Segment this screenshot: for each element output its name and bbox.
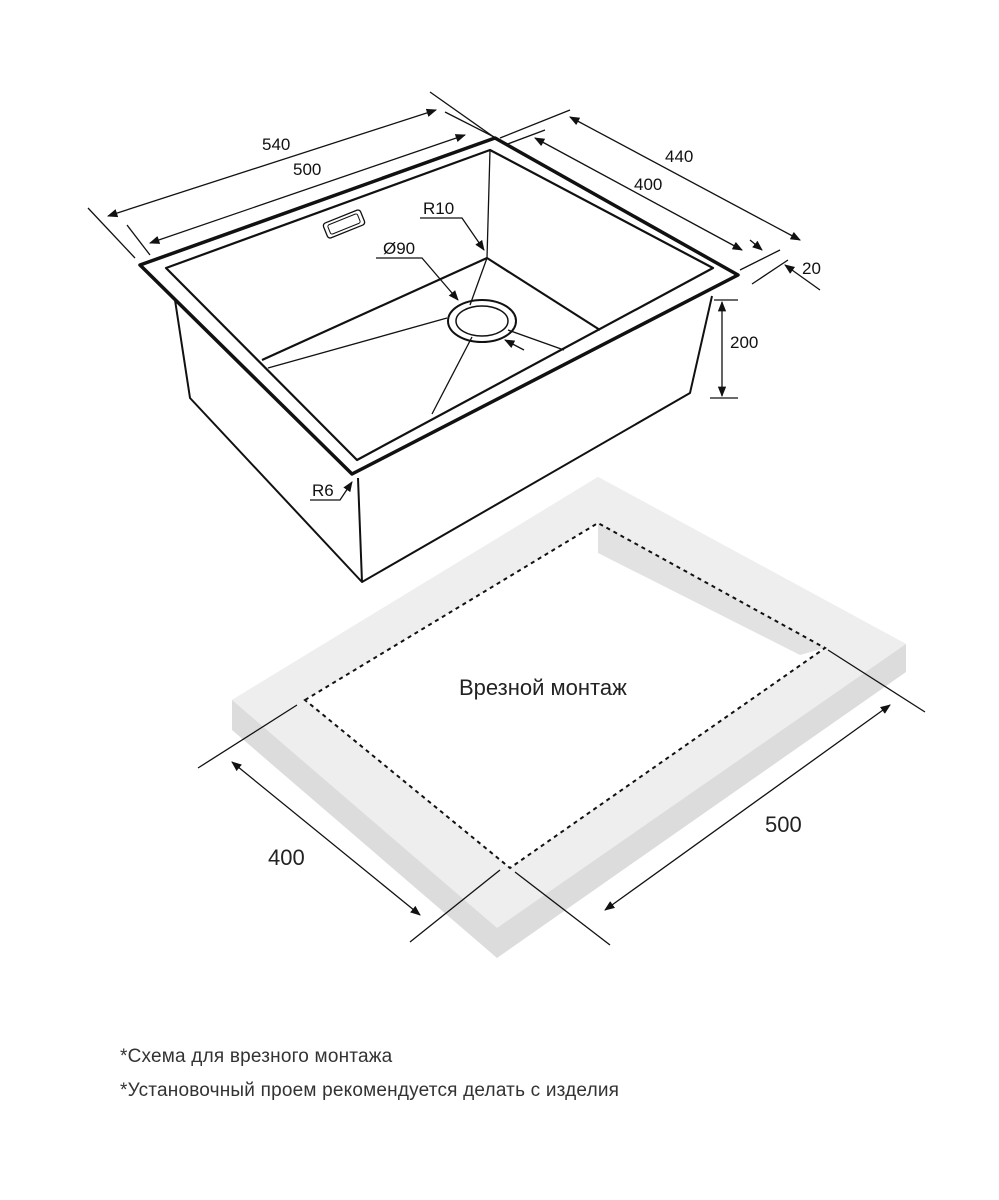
dim-depth-outer: 440 — [665, 147, 693, 166]
drain-outer — [447, 299, 517, 343]
cutout-label: Врезной монтаж — [459, 675, 627, 700]
dimension-labels: 540 500 440 400 20 200 R10 R6 Ø90 Врезно… — [262, 135, 821, 870]
cutout-opening — [305, 523, 825, 868]
cutout-depth-label: 400 — [268, 845, 305, 870]
dimension-lines — [87, 91, 926, 946]
dim-radius-inner: R10 — [423, 199, 454, 218]
cutout-width-label: 500 — [765, 812, 802, 837]
drain-inner — [455, 305, 509, 337]
cutout-dashed-outline — [303, 521, 827, 870]
dim-depth-inner: 400 — [634, 175, 662, 194]
dim-height: 200 — [730, 333, 758, 352]
note-mounting-scheme: *Схема для врезного монтажа — [120, 1046, 393, 1067]
note-cutout-recommendation: *Установочный проем рекомендуется делать… — [120, 1080, 620, 1101]
dim-width-outer: 540 — [262, 135, 290, 154]
dim-drain: Ø90 — [383, 239, 415, 258]
dim-width-inner: 500 — [293, 160, 321, 179]
dim-radius-outer: R6 — [312, 481, 334, 500]
dim-rim: 20 — [802, 259, 821, 278]
